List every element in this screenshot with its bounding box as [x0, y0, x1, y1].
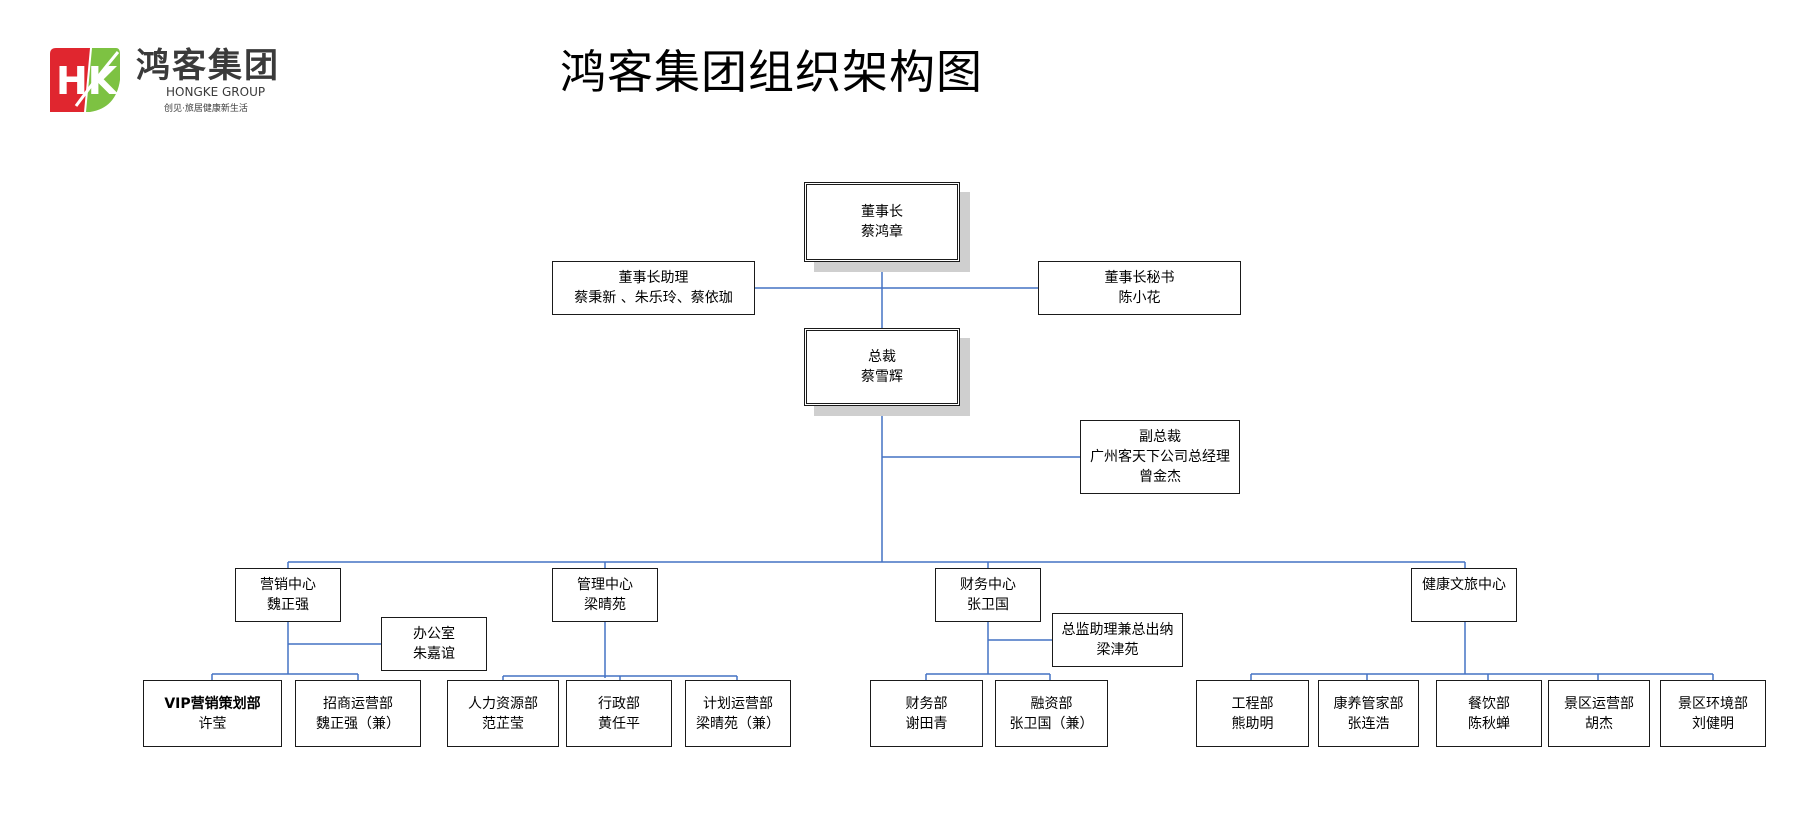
node-name: 谢田青 — [905, 715, 948, 732]
node-role: 财务部 — [905, 695, 948, 712]
node-name: 蔡鸿章 — [861, 224, 903, 240]
node-name: 朱嘉谊 — [413, 646, 455, 662]
node-role: 行政部 — [598, 695, 640, 712]
node-role: 副总裁 — [1139, 429, 1181, 445]
node-office: 办公室 朱嘉谊 — [381, 617, 487, 671]
node-name: 张卫国（兼） — [1009, 715, 1094, 732]
node-name: 蔡雪辉 — [861, 369, 903, 385]
node-finance-center: 财务中心 张卫国 — [935, 568, 1041, 622]
node-role: 餐饮部 — [1468, 695, 1510, 712]
node-vip-marketing: VIP营销策划部 许莹 — [143, 680, 282, 747]
node-finance-dept: 财务部 谢田青 — [870, 680, 983, 747]
node-name: 梁晴苑 — [584, 597, 626, 613]
node-name: 张连浩 — [1347, 715, 1390, 732]
node-name: 梁晴苑（兼） — [696, 715, 780, 732]
node-name: 陈小花 — [1118, 290, 1161, 306]
hk-logo-icon: HK — [50, 48, 120, 112]
node-scenic-env: 景区环境部 刘健明 — [1660, 680, 1766, 747]
node-scenic-ops: 景区运营部 胡杰 — [1548, 680, 1650, 747]
node-role: 康养管家部 — [1333, 695, 1404, 712]
node-health-center: 健康文旅中心 — [1411, 568, 1517, 622]
node-role: 健康文旅中心 — [1422, 577, 1506, 593]
node-name: 蔡秉新 、朱乐玲、蔡依珈 — [574, 290, 733, 306]
node-chairman-assistant: 董事长助理 蔡秉新 、朱乐玲、蔡依珈 — [552, 261, 755, 315]
node-director-assistant: 总监助理兼总出纳 梁津苑 — [1052, 613, 1183, 667]
node-wellness-butler: 康养管家部 张连浩 — [1318, 680, 1419, 747]
node-vice-president: 副总裁 广州客天下公司总经理 曾金杰 — [1080, 420, 1240, 494]
node-role: VIP营销策划部 — [164, 695, 261, 712]
node-role: 董事长 — [861, 204, 903, 220]
node-name: 许莹 — [198, 715, 227, 732]
node-management-center: 管理中心 梁晴苑 — [552, 568, 658, 622]
logo-name-en: HONGKE GROUP — [166, 85, 266, 99]
page-title: 鸿客集团组织架构图 — [560, 45, 983, 99]
node-role: 工程部 — [1231, 695, 1274, 712]
node-name: 熊助明 — [1231, 715, 1274, 732]
node-investment-ops: 招商运营部 魏正强（兼） — [295, 680, 421, 747]
logo-name-cn: 鸿客集团 — [136, 46, 280, 86]
node-planning-ops: 计划运营部 梁晴苑（兼） — [685, 680, 791, 747]
node-catering: 餐饮部 陈秋蝉 — [1436, 680, 1542, 747]
node-role: 董事长秘书 — [1104, 270, 1175, 286]
node-role: 人力资源部 — [468, 695, 538, 712]
node-role: 融资部 — [1030, 695, 1073, 712]
company-logo: HK 鸿客集团 HONGKE GROUP 创见·旅居健康新生活 — [46, 46, 306, 124]
node-name: 范芷莹 — [482, 715, 524, 732]
node-name: 张卫国 — [967, 597, 1009, 613]
node-role: 办公室 — [413, 626, 455, 642]
node-hr: 人力资源部 范芷莹 — [447, 680, 559, 747]
node-role: 总监助理兼总出纳 — [1061, 622, 1174, 638]
node-name: 刘健明 — [1692, 715, 1734, 732]
node-name: 广州客天下公司总经理 — [1090, 449, 1230, 465]
node-name-2: 曾金杰 — [1139, 469, 1181, 485]
node-name: 魏正强 — [267, 597, 309, 613]
node-name: 胡杰 — [1585, 715, 1613, 732]
node-role: 景区运营部 — [1564, 695, 1634, 712]
node-engineering: 工程部 熊助明 — [1196, 680, 1309, 747]
node-marketing-center: 营销中心 魏正强 — [235, 568, 341, 622]
logo-slogan: 创见·旅居健康新生活 — [164, 104, 248, 114]
node-role: 营销中心 — [260, 577, 316, 593]
node-name: 魏正强（兼） — [316, 715, 400, 732]
node-role: 景区环境部 — [1678, 695, 1748, 712]
node-role: 管理中心 — [577, 577, 633, 593]
node-chairman: 董事长 蔡鸿章 — [804, 182, 960, 262]
node-name: 陈秋蝉 — [1468, 715, 1510, 732]
node-role: 总裁 — [868, 349, 896, 365]
node-admin: 行政部 黄任平 — [566, 680, 672, 747]
node-president: 总裁 蔡雪辉 — [804, 328, 960, 406]
node-role: 财务中心 — [960, 577, 1016, 593]
node-role: 董事长助理 — [618, 270, 689, 286]
node-role: 招商运营部 — [323, 695, 393, 712]
node-name: 黄任平 — [598, 715, 640, 732]
logo-letters: HK — [56, 59, 119, 103]
node-name: 梁津苑 — [1096, 642, 1139, 658]
node-role: 计划运营部 — [703, 695, 773, 712]
node-chairman-secretary: 董事长秘书 陈小花 — [1038, 261, 1241, 315]
node-financing: 融资部 张卫国（兼） — [995, 680, 1108, 747]
